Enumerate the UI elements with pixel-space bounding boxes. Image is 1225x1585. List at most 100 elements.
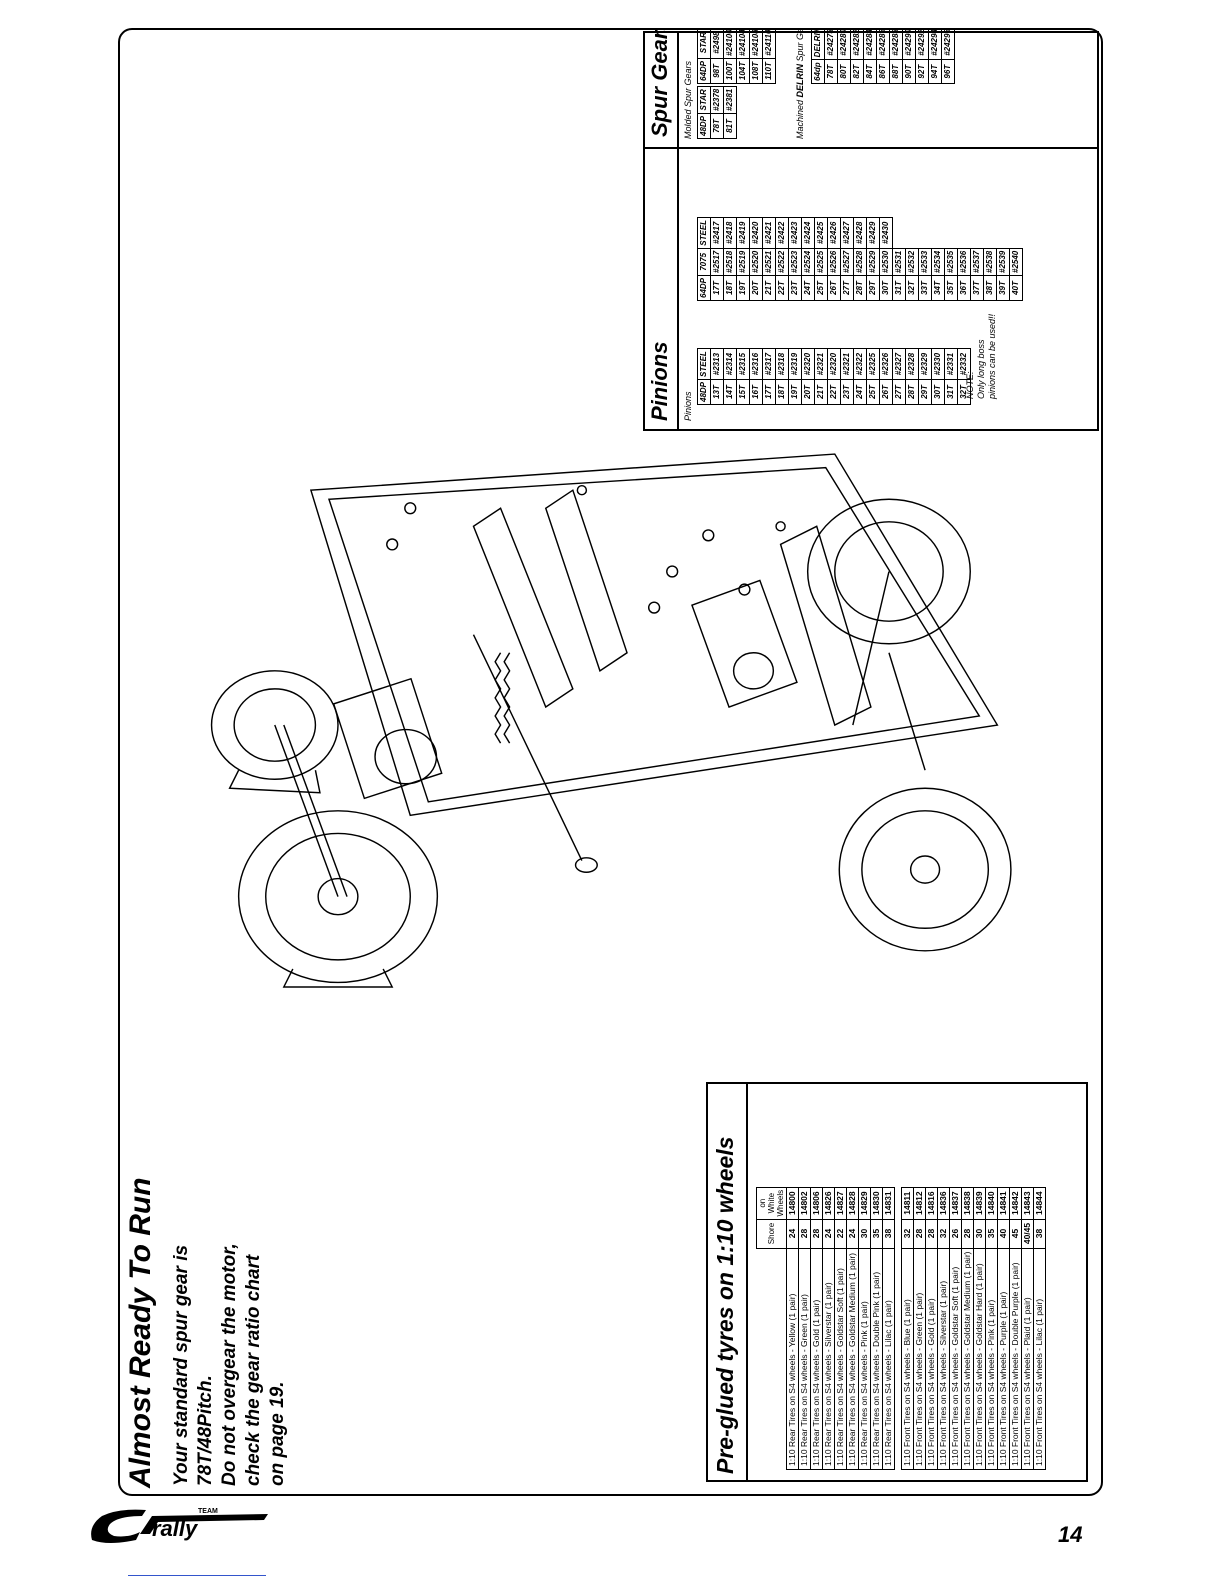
tyre-shore: 35 bbox=[870, 1219, 883, 1249]
gear-row: 78T#24278 bbox=[824, 28, 838, 84]
tyre-description: 1:10 Front Tires on S4 wheels - Gold (1 … bbox=[925, 1248, 938, 1470]
tyre-row: 1:10 Front Tires on S4 wheels - Plaid (1… bbox=[1021, 1187, 1034, 1470]
gear-cell: 30T bbox=[879, 275, 893, 301]
gear-row: 30T#2530#2430 bbox=[879, 217, 893, 301]
rear-wheel-icon bbox=[210, 670, 339, 780]
gear-row: 108T#24108 bbox=[749, 28, 763, 84]
gear-cell: #2529 bbox=[866, 248, 880, 276]
tyre-description: 1:10 Rear Tires on S4 wheels - Yellow (1… bbox=[786, 1248, 799, 1470]
gear-row: 90T#24290 bbox=[902, 28, 916, 84]
tyre-code: 14826 bbox=[822, 1187, 835, 1220]
gear-row: 24T#2322 bbox=[853, 348, 867, 405]
gear-header-cell: 48DP bbox=[697, 113, 711, 139]
gear-cell: #2378 bbox=[710, 86, 724, 114]
gear-row: 27T#2527#2427 bbox=[840, 217, 854, 301]
tyre-row: 1:10 Front Tires on S4 wheels - Double P… bbox=[1009, 1187, 1022, 1470]
footer-link-underline[interactable] bbox=[128, 1575, 266, 1576]
gear-cell: #2523 bbox=[788, 248, 802, 276]
tyre-description: 1:10 Front Tires on S4 wheels - Goldstar… bbox=[949, 1248, 962, 1470]
tyre-description: 1:10 Front Tires on S4 wheels - Blue (1 … bbox=[901, 1248, 914, 1470]
tyre-code: 14831 bbox=[882, 1187, 895, 1220]
gear-cell: 24T bbox=[801, 275, 815, 301]
gear-row: 20T#2320 bbox=[801, 348, 815, 405]
gear-cell: 38T bbox=[983, 275, 997, 301]
gear-cell: #2423 bbox=[788, 217, 802, 249]
tyre-description: 1:10 Front Tires on S4 wheels - Lilac (1… bbox=[1033, 1248, 1046, 1470]
tyre-shore: 38 bbox=[882, 1219, 895, 1249]
tyre-shore: 24 bbox=[846, 1219, 859, 1249]
gear-cell: #2521 bbox=[762, 248, 776, 276]
gear-cell: 22T bbox=[827, 379, 841, 405]
tyre-row: 1:10 Front Tires on S4 wheels - Silverst… bbox=[937, 1187, 950, 1470]
gear-row: 36T#2536 bbox=[957, 217, 971, 301]
gear-cell: #2525 bbox=[814, 248, 828, 276]
tyre-description: 1:10 Front Tires on S4 wheels - Plaid (1… bbox=[1021, 1248, 1034, 1470]
gear-cell: #2421 bbox=[762, 217, 776, 249]
tyres-table: Shore on White Wheels 1:10 Rear Tires on… bbox=[756, 1187, 1046, 1470]
tyre-shore: 32 bbox=[901, 1219, 914, 1249]
gear-cell: #2538 bbox=[983, 248, 997, 276]
gear-cell: #2427 bbox=[840, 217, 854, 249]
gear-cell: #2320 bbox=[827, 348, 841, 380]
molded-spur-label: Molded Spur Gears bbox=[683, 60, 693, 139]
gear-cell: #2426 bbox=[827, 217, 841, 249]
gear-cell: #2419 bbox=[736, 217, 750, 249]
tyre-shore: 45 bbox=[1009, 1219, 1022, 1249]
tyre-shore: 28 bbox=[925, 1219, 938, 1249]
gear-cell: 108T bbox=[749, 58, 763, 84]
gear-cell: #2420 bbox=[749, 217, 763, 249]
gear-header-cell: 48DP bbox=[697, 379, 711, 405]
gear-cell: 34T bbox=[931, 275, 945, 301]
notice-line: 78T/48Pitch. bbox=[195, 1375, 216, 1486]
gear-row: 23T#2523#2423 bbox=[788, 217, 802, 301]
tyre-shore: 24 bbox=[822, 1219, 835, 1249]
tyre-shore: 22 bbox=[834, 1219, 847, 1249]
gear-cell bbox=[945, 217, 958, 248]
gear-row: 18T#2318 bbox=[775, 348, 789, 405]
gear-cell: 29T bbox=[918, 379, 932, 405]
gear-row: 82T#24282 bbox=[850, 28, 864, 84]
gap-cell bbox=[895, 1187, 902, 1469]
tyre-description: 1:10 Rear Tires on S4 wheels - Goldstar … bbox=[834, 1248, 847, 1470]
gear-cell: #24104 bbox=[736, 28, 750, 59]
gear-cell bbox=[997, 217, 1010, 248]
gear-row: 17T#2317 bbox=[762, 348, 776, 405]
gear-cell: #24108 bbox=[749, 28, 763, 59]
gear-cell: 35T bbox=[944, 275, 958, 301]
gear-cell: 17T bbox=[762, 379, 776, 405]
tyre-description: 1:10 Rear Tires on S4 wheels - Silversta… bbox=[822, 1248, 835, 1470]
tyre-description: 1:10 Front Tires on S4 wheels - Double P… bbox=[1009, 1248, 1022, 1470]
tyre-row: 1:10 Front Tires on S4 wheels - Pink (1 … bbox=[985, 1187, 998, 1470]
gear-cell: 40T bbox=[1009, 275, 1023, 301]
gear-row: 31T#2331 bbox=[944, 348, 958, 405]
delrin-spur-label: Machined DELRIN Spur Gears bbox=[795, 28, 805, 139]
gear-header-cell: STEEL bbox=[697, 217, 711, 249]
gear-cell: #2329 bbox=[918, 348, 932, 380]
gear-row: 25T#2325 bbox=[866, 348, 880, 405]
tyre-description: 1:10 Rear Tires on S4 wheels - Lilac (1 … bbox=[882, 1248, 895, 1470]
spur-heading: Spur Gears bbox=[647, 28, 672, 137]
gear-cell: #2518 bbox=[723, 248, 737, 276]
tyre-shore: 30 bbox=[858, 1219, 871, 1249]
gear-cell: 86T bbox=[876, 59, 890, 84]
tyre-description: 1:10 Rear Tires on S4 wheels - Double Pi… bbox=[870, 1248, 883, 1470]
tyre-description: 1:10 Rear Tires on S4 wheels - Goldstar … bbox=[846, 1248, 859, 1470]
gear-row: 81T#2381 bbox=[723, 86, 737, 139]
tyre-row: 1:10 Rear Tires on S4 wheels - Yellow (1… bbox=[786, 1187, 799, 1470]
tyre-shore: 28 bbox=[810, 1219, 823, 1249]
gear-cell: #2381 bbox=[723, 86, 737, 114]
gear-header-cell: 7075 bbox=[697, 248, 711, 276]
gear-cell: 26T bbox=[879, 379, 893, 405]
gear-cell: 80T bbox=[837, 59, 851, 84]
gear-header-cell: STAR bbox=[697, 86, 711, 114]
gear-cell: #2327 bbox=[892, 348, 906, 380]
gear-cell: #2322 bbox=[853, 348, 867, 380]
delrin-label-bold: DELRIN bbox=[795, 63, 805, 98]
tyre-description: 1:10 Rear Tires on S4 wheels - Green (1 … bbox=[798, 1248, 811, 1470]
tyre-row: 1:10 Front Tires on S4 wheels - Goldstar… bbox=[949, 1187, 962, 1470]
gear-row: 35T#2535 bbox=[944, 217, 958, 301]
